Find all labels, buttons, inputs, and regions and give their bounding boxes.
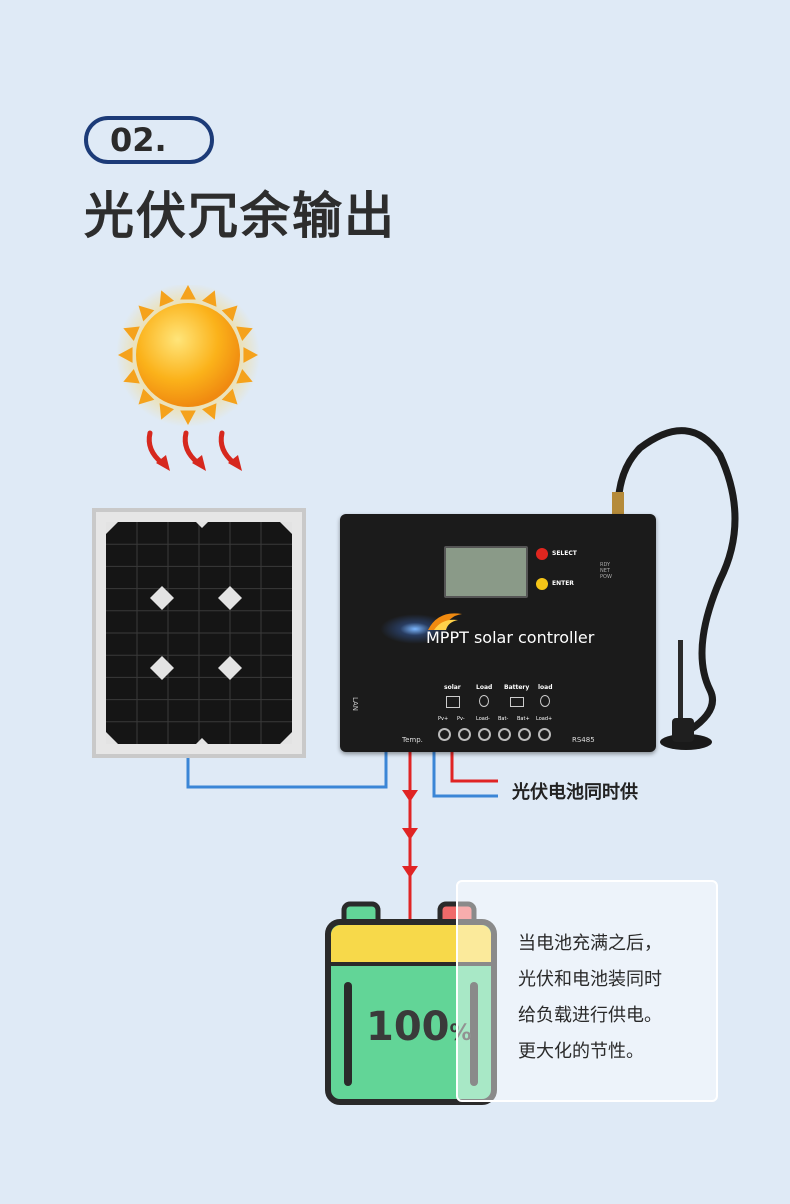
sun-icon [116, 285, 260, 471]
side-label: 光伏电池同时供 [512, 782, 638, 803]
port-group-load: Load [476, 684, 493, 691]
port-group-load2: load [538, 684, 553, 691]
terminal-label: Load- [476, 716, 490, 722]
temp-label: Temp. [402, 736, 423, 744]
brand-logo-icon [428, 613, 462, 630]
lan-mark: LAN [351, 696, 360, 712]
info-line: 当电池充满之后， [518, 933, 662, 954]
info-box [456, 880, 718, 1102]
led-rdy: RDY [600, 562, 611, 568]
port-group-solar: solar [444, 684, 461, 691]
select-label: SELECT [552, 550, 577, 557]
terminal-label: Pv- [457, 716, 465, 722]
section-number: 02. [110, 121, 167, 159]
terminal-row [438, 728, 558, 741]
brand-name: MPPT solar controller [426, 628, 595, 647]
battery-percent: 100% [366, 1004, 472, 1050]
enter-button[interactable] [536, 578, 548, 590]
info-line: 光伏和电池装同时 [518, 969, 662, 990]
page-title: 光伏冗余输出 [84, 187, 396, 245]
select-button[interactable] [536, 548, 548, 560]
info-line: 给负载进行供电。 [518, 1005, 662, 1026]
solar-controller: SELECT ENTER RDY NET POW MPPT solar cont… [340, 514, 656, 752]
terminal-label: Pv+ [438, 716, 449, 722]
terminal-label: Bat+ [517, 716, 530, 722]
port-group-battery: Battery [504, 684, 530, 691]
section-number-badge: 02. [84, 116, 214, 164]
terminal-label: Bat- [498, 716, 509, 722]
rs485-label: RS485 [572, 736, 595, 744]
terminal-label: Load+ [536, 716, 553, 722]
led-indicators: RDY NET POW [600, 562, 612, 580]
led-pow: POW [600, 574, 612, 580]
solar-panel [92, 508, 306, 758]
lcd-screen [444, 546, 528, 598]
led-net: NET [600, 568, 610, 574]
battery-port-icon [510, 697, 524, 707]
bulb-port-icon-2 [540, 695, 550, 707]
info-line: 更大化的节性。 [518, 1041, 644, 1062]
panel-port-icon [446, 696, 460, 708]
bulb-port-icon [479, 695, 489, 707]
battery-percent-sign: % [449, 1021, 472, 1046]
info-text: 当电池充满之后， 光伏和电池装同时 给负载进行供电。 更大化的节性。 [518, 926, 662, 1070]
battery-percent-number: 100 [366, 1004, 450, 1050]
enter-label: ENTER [552, 580, 574, 587]
